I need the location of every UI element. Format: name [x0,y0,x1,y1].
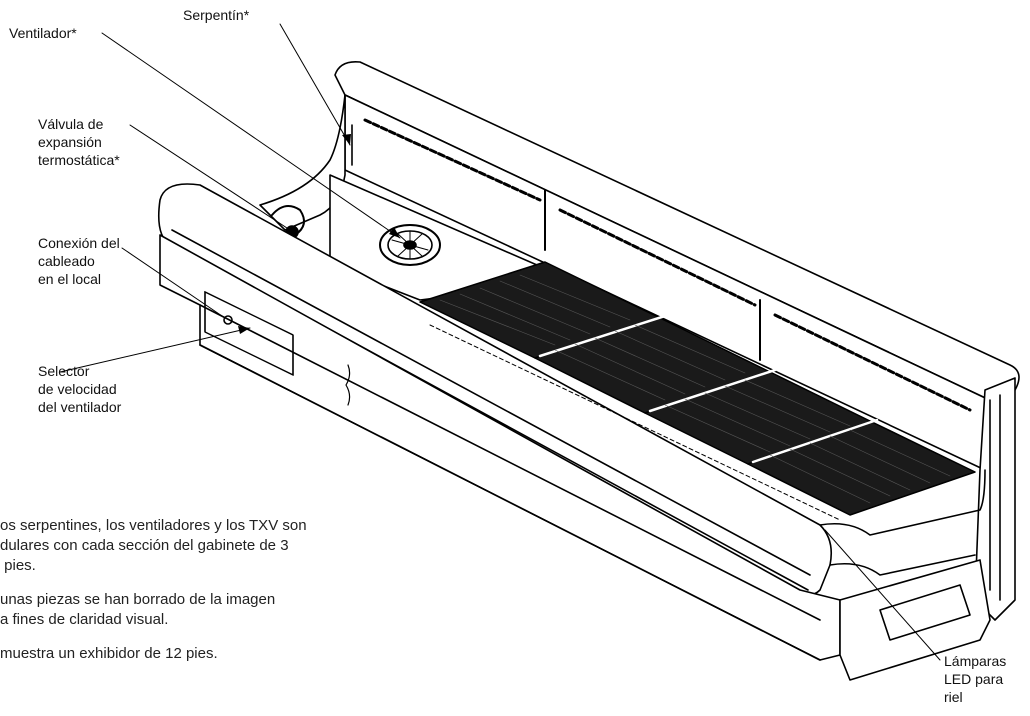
leader-serpentin [279,23,351,146]
label-valvula: Válvula de expansión termostática* [38,116,120,168]
leader-conexion [121,247,226,319]
label-ventilador: Ventilador* [9,25,77,41]
leader-lamparas [824,529,941,661]
leader-valvula [129,124,291,231]
label-selector: Selector de velocidad del ventilador [38,363,122,415]
note-2: unas piezas se han borrado de la imagen … [0,591,276,628]
right-end-panel [974,377,1016,621]
fan-icon [379,224,441,266]
wiring-box [204,291,294,376]
leader-ventilador [101,32,401,239]
shelf-grilles [419,261,976,516]
leader-arrows [238,134,400,334]
label-conexion: Conexión del cableado en el local [38,235,120,287]
leader-lines [59,23,941,661]
note-1: os serpentines, los ventiladores y los T… [0,517,307,574]
note-3: muestra un exhibidor de 12 pies. [0,645,218,662]
label-lamparas: Lámparas LED para riel [944,653,1007,705]
label-serpentin: Serpentín* [183,7,250,23]
leader-selector [59,327,251,373]
